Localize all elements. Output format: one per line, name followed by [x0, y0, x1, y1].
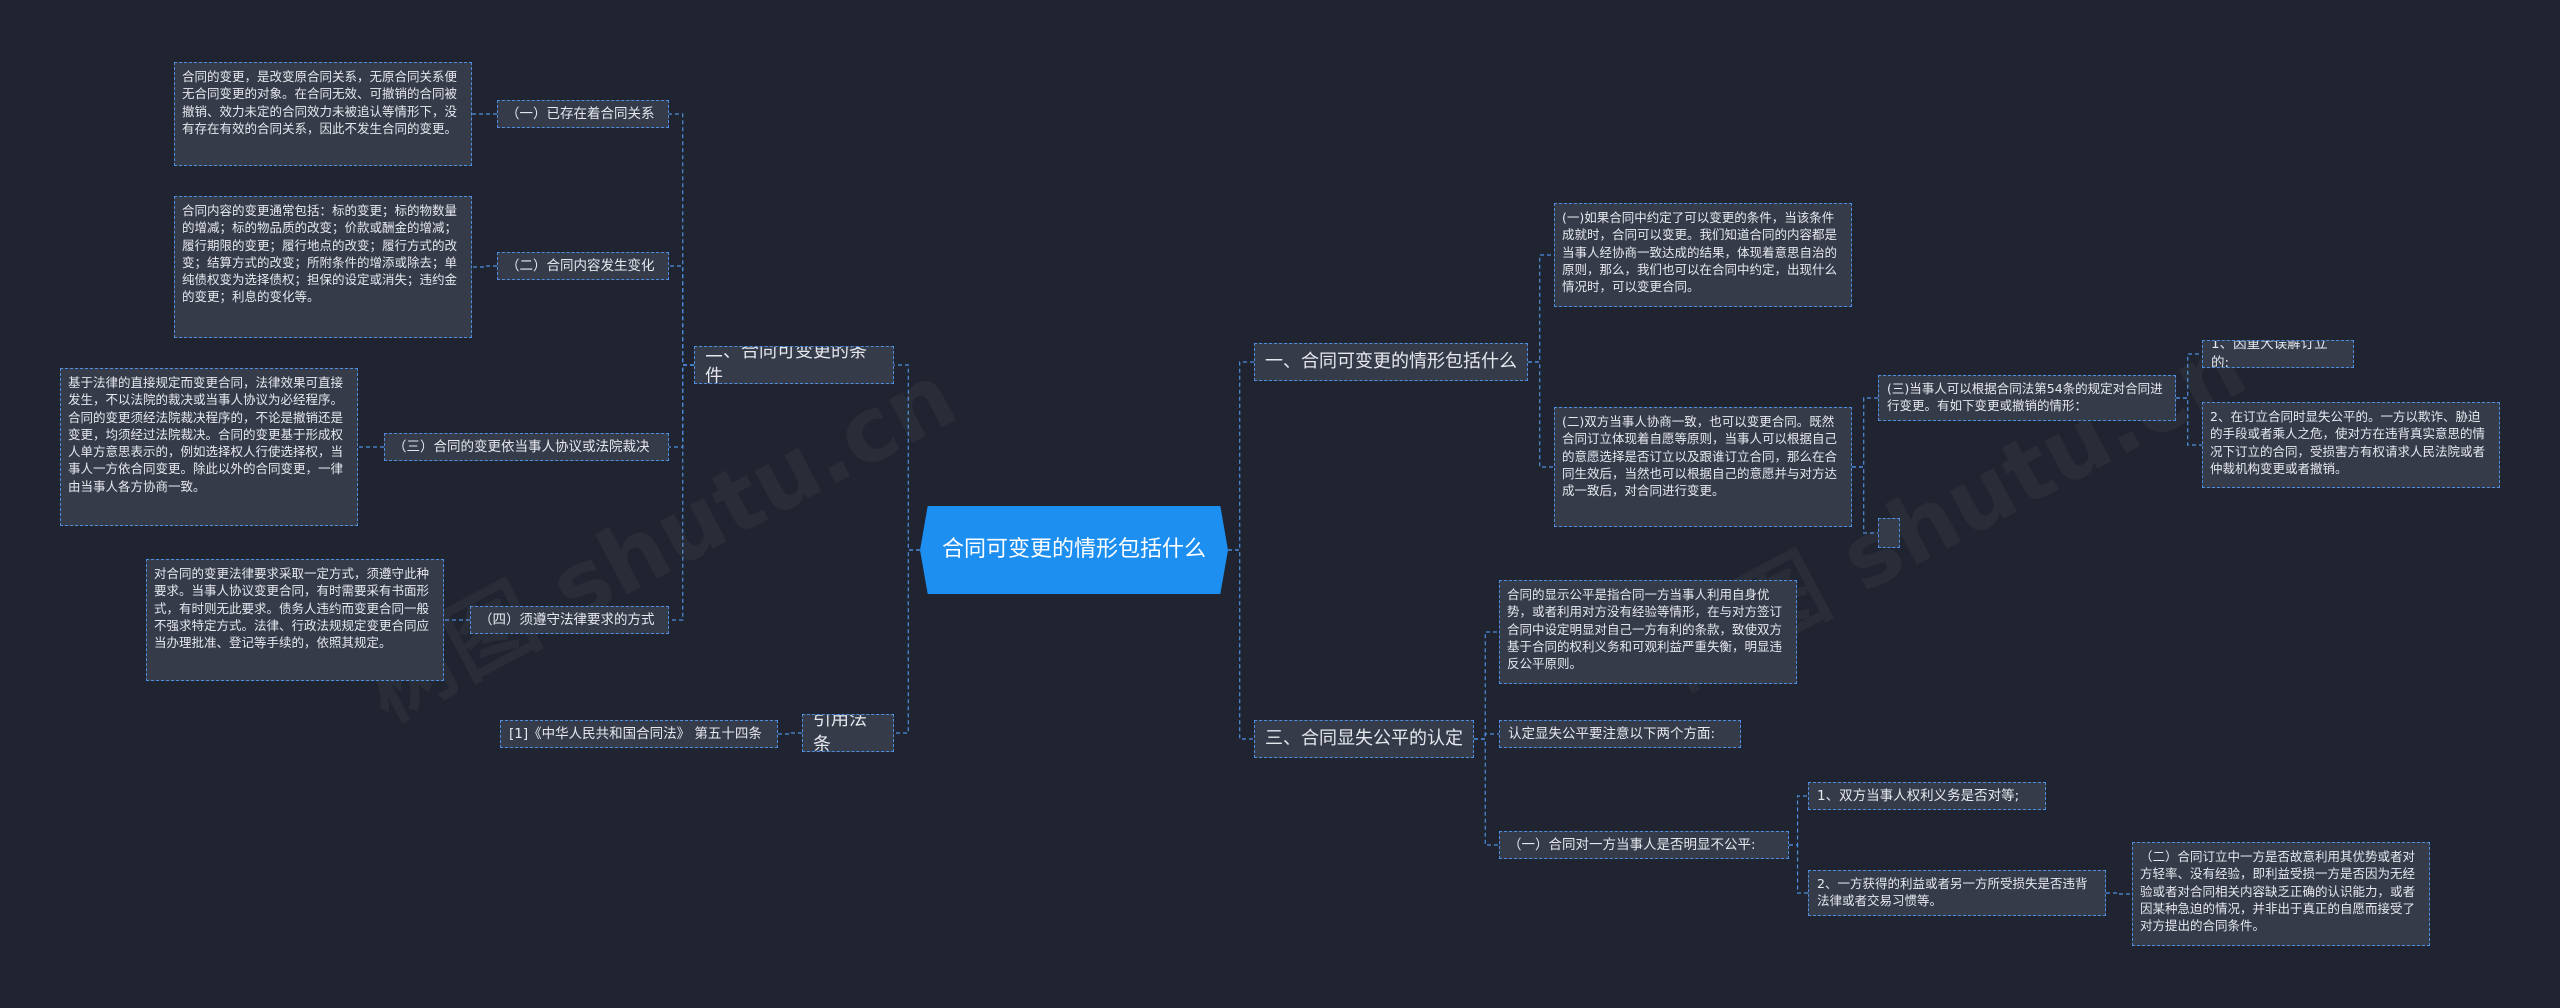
- connector-line: [894, 364, 920, 551]
- connector-line: [1528, 254, 1554, 363]
- unfair-definition: 合同的显示公平是指合同一方当事人利用自身优势，或者利用对方没有经验等情形，在与对…: [1499, 580, 1797, 684]
- situation-mutual-consent: (二)双方当事人协商一致，也可以变更合同。既然合同订立体现着自愿等原则，当事人可…: [1554, 407, 1852, 527]
- connector-line: [1228, 549, 1254, 740]
- condition-legal-form-detail: 对合同的变更法律要求采取一定方式，须遵守此种要求。当事人协议变更合同，有时需要采…: [146, 559, 444, 681]
- root-topic[interactable]: 合同可变更的情形包括什么: [920, 506, 1228, 594]
- unfair-equal-rights[interactable]: 1、双方当事人权利义务是否对等;: [1808, 782, 2046, 810]
- situation-article-54[interactable]: (三)当事人可以根据合同法第54条的规定对合同进行变更。有如下变更或撤销的情形：: [1878, 375, 2176, 421]
- article-54-case-unfair: 2、在订立合同时显失公平的。一方以欺诈、胁迫的手段或者乘人之危，使对方在违背真实…: [2202, 402, 2500, 488]
- cited-law-item[interactable]: [1]《中华人民共和国合同法》 第五十四条: [500, 720, 778, 748]
- connector-line: [894, 549, 920, 734]
- connector-line: [669, 364, 694, 448]
- connector-line: [1474, 738, 1499, 846]
- connector-line: [472, 265, 497, 268]
- connector-line: [669, 113, 694, 366]
- condition-existing-relation[interactable]: （一）已存在着合同关系: [497, 100, 669, 128]
- connector-line: [1474, 631, 1499, 740]
- unfair-two-aspects[interactable]: 认定显失公平要注意以下两个方面:: [1499, 720, 1741, 748]
- branch-cited-law[interactable]: 引用法条: [802, 714, 894, 752]
- condition-content-change-detail: 合同内容的变更通常包括：标的变更；标的物数量的增减；标的物品质的改变；价款或酬金…: [174, 196, 472, 338]
- empty-node[interactable]: [1878, 518, 1900, 548]
- connector-line: [2176, 353, 2202, 399]
- connector-line: [1852, 397, 1878, 468]
- unfair-part-one[interactable]: （一）合同对一方当事人是否明显不公平:: [1499, 831, 1789, 859]
- article-54-case-misunderstanding[interactable]: 1、因重大误解订立的;: [2202, 340, 2354, 368]
- condition-content-change[interactable]: （二）合同内容发生变化: [497, 252, 669, 280]
- connector-line: [2176, 397, 2202, 446]
- condition-existing-relation-detail: 合同的变更，是改变原合同关系，无原合同关系便无合同变更的对象。在合同无效、可撤销…: [174, 62, 472, 166]
- condition-legal-form[interactable]: （四）须遵守法律要求的方式: [470, 606, 669, 634]
- connector-line: [1789, 795, 1808, 846]
- connector-line: [669, 265, 694, 366]
- connector-line: [778, 732, 802, 735]
- connector-line: [1528, 361, 1554, 468]
- connector-line: [1228, 361, 1254, 551]
- unfair-benefit-loss[interactable]: 2、一方获得的利益或者另一方所受损失是否违背法律或者交易习惯等。: [1808, 870, 2106, 916]
- connector-line: [1474, 733, 1499, 740]
- root-topic-label: 合同可变更的情形包括什么: [942, 536, 1207, 562]
- condition-agreement-or-ruling[interactable]: （三）合同的变更依当事人协议或法院裁决: [384, 433, 669, 461]
- unfair-part-two: （二）合同订立中一方是否故意利用其优势或者对方轻率、没有经验，即利益受损一方是否…: [2132, 842, 2430, 946]
- condition-agreement-or-ruling-detail: 基于法律的直接规定而变更合同，法律效果可直接发生，不以法院的裁决或当事人协议为必…: [60, 368, 358, 526]
- branch-conditions-label: 二、合同可变更的条件: [705, 346, 867, 384]
- branch-change-situations[interactable]: 一、合同可变更的情形包括什么: [1254, 343, 1528, 381]
- connector-line: [1852, 466, 1878, 534]
- connector-line: [1789, 844, 1808, 894]
- connector-line: [2106, 892, 2132, 895]
- connector-line: [669, 364, 694, 621]
- branch-unfair-recognition[interactable]: 三、合同显失公平的认定: [1254, 720, 1474, 758]
- situation-agreed-condition: (一)如果合同中约定了可以变更的条件，当该条件成就时，合同可以变更。我们知道合同…: [1554, 203, 1852, 307]
- branch-conditions[interactable]: 二、合同可变更的条件: [694, 346, 894, 384]
